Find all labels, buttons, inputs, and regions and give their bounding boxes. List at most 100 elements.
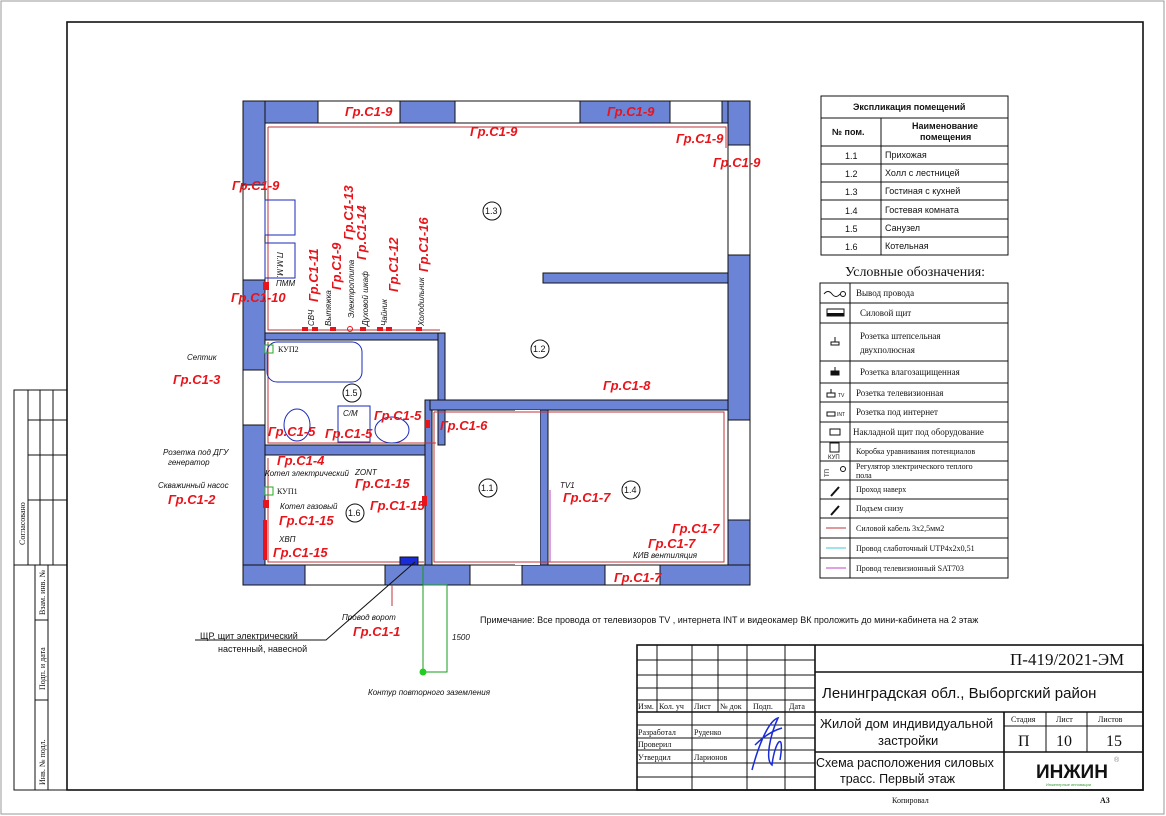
- header-kol-uch: Кол. уч: [659, 702, 684, 711]
- logo-mark: ®: [1114, 756, 1120, 764]
- col-name-header: помещения: [920, 132, 971, 142]
- internet-socket-icon: [826, 411, 836, 417]
- legend-label: Розетка под интернет: [856, 407, 938, 417]
- legend-label: пола: [856, 471, 872, 480]
- window: [604, 564, 661, 586]
- room-name: Котельная: [885, 241, 929, 251]
- sheet-value: 10: [1056, 733, 1072, 750]
- circuit-label: Гр.С1-14: [354, 205, 369, 260]
- sheet-label: Лист: [1056, 715, 1073, 724]
- sheet-title: Схема расположения силовых: [816, 756, 995, 770]
- window: [469, 564, 523, 586]
- role-label: Проверил: [638, 740, 671, 749]
- header-izm: Изм.: [638, 702, 654, 711]
- appliance-label: КИВ вентиляция: [633, 551, 698, 560]
- appliance-label: Холодильник: [417, 276, 426, 327]
- company-logo: ИНЖИН ® Инженерные инновации: [1036, 756, 1120, 787]
- role-label: Разработал: [638, 728, 676, 737]
- appliance-label: Септик: [187, 353, 218, 362]
- room-name: Гостевая комната: [885, 205, 959, 215]
- kup2-icon: [264, 344, 274, 354]
- wall-hall-left: [424, 399, 433, 566]
- circuit-label: Гр.С1-5: [325, 426, 373, 441]
- circuit-label: Гр.С1-7: [614, 570, 662, 585]
- circuit-label: Гр.С1-9: [329, 242, 344, 290]
- sheets-value: 15: [1106, 733, 1122, 750]
- circuit-label: Гр.С1-9: [607, 104, 655, 119]
- legend-tag: TV: [838, 393, 845, 399]
- format-label: А3: [1100, 796, 1110, 805]
- circuit-label: Гр.С1-7: [563, 490, 611, 505]
- washer-box: [337, 405, 371, 443]
- wall-partition: [542, 272, 729, 284]
- room-name: Санузел: [885, 223, 920, 233]
- appliance-label: Чайник: [380, 298, 389, 326]
- role-name: Руденко: [694, 728, 721, 737]
- agreed-label: Согласовано: [18, 502, 27, 545]
- washbasin-icon: [374, 416, 410, 444]
- legend-label: Розетка телевизионная: [856, 388, 943, 398]
- inv-podl-label: Инв. № подл.: [38, 739, 47, 785]
- power-panel-icon: [399, 556, 419, 566]
- window: [242, 184, 266, 281]
- bathtub-icon: [266, 341, 363, 383]
- floor-heating-regulator-icon: [840, 466, 846, 472]
- document-code: П-419/2021-ЭМ: [1010, 650, 1124, 669]
- appliance-label: ZONT: [354, 468, 378, 477]
- header-doc: № док: [720, 702, 742, 711]
- equipotential-box-icon: [829, 442, 840, 453]
- logo-text: ИНЖИН: [1036, 762, 1108, 783]
- legend-label: Провод телевизионный SAT703: [856, 564, 964, 573]
- kup1-icon: [264, 486, 274, 496]
- building-title: Жилой дом индивидуальной: [820, 716, 993, 731]
- circuit-label: Гр.С1-9: [470, 124, 518, 139]
- circuit-label: Гр.С1-8: [603, 378, 651, 393]
- legend-label: Розетка влагозащищенная: [860, 367, 960, 377]
- tv-socket-icon: [826, 389, 836, 398]
- kitchen-sockets: [263, 282, 430, 560]
- window: [669, 100, 723, 124]
- sheets-label: Листов: [1098, 715, 1123, 724]
- legend-tag: ТП: [825, 469, 831, 477]
- room-num: 1.4: [845, 206, 858, 216]
- circuit-label: Гр.С1-9: [713, 155, 761, 170]
- circuit-label: Гр.С1-9: [345, 104, 393, 119]
- power-cable: [268, 126, 727, 148]
- explication-title: Экспликация помещений: [853, 102, 965, 112]
- legend-label: Накладной щит под оборудование: [853, 427, 984, 437]
- socket-icon: [830, 337, 840, 346]
- circuit-label: Гр.С1-3: [173, 372, 221, 387]
- note-text: Примечание: Все провода от телевизоров T…: [480, 615, 978, 625]
- legend-label: Силовой кабель 3х2,5мм2: [856, 524, 944, 533]
- ground-line: [422, 565, 448, 673]
- appliance-label: ПММ: [276, 279, 295, 288]
- legend-label: Регулятор электрического теплого: [856, 462, 973, 471]
- legend-table: Условные обозначения: TV INT КУП ТП: [819, 265, 1009, 579]
- room-num: 1.5: [845, 224, 858, 234]
- stage-label: Стадия: [1011, 715, 1036, 724]
- wire-up-icon: [830, 486, 840, 497]
- col-num-header: № пом.: [832, 127, 865, 137]
- room-num: 1.6: [845, 242, 858, 252]
- legend-label: Коробка уравнивания потенциалов: [856, 447, 975, 456]
- wall-hall-top: [429, 399, 729, 411]
- appliance-label: Электроплита: [347, 259, 356, 318]
- circuit-label: Гр.С1-1: [353, 624, 400, 639]
- appliance-label: Котел газовый: [280, 502, 338, 511]
- appliance-label: Духовой шкаф: [361, 271, 370, 327]
- role-name: Ларионов: [694, 753, 728, 762]
- circuit-label: Гр.С1-7: [672, 521, 720, 536]
- circuit-label: Гр.С1-4: [277, 453, 325, 468]
- wall-left: [242, 100, 266, 586]
- legend-label: Вывод провода: [856, 288, 914, 298]
- dishwasher-box: [264, 242, 296, 279]
- room-1-1: 1.1: [481, 483, 494, 493]
- panel-label: настенный, навесной: [218, 644, 307, 654]
- window: [727, 419, 751, 521]
- appliance-label: П.М.М.: [275, 252, 284, 278]
- header-data: Дата: [789, 702, 805, 711]
- legend-label: двухполюсная: [860, 345, 915, 355]
- circuit-label: Гр.С1-12: [386, 237, 401, 292]
- legend-tag: INT: [837, 412, 845, 418]
